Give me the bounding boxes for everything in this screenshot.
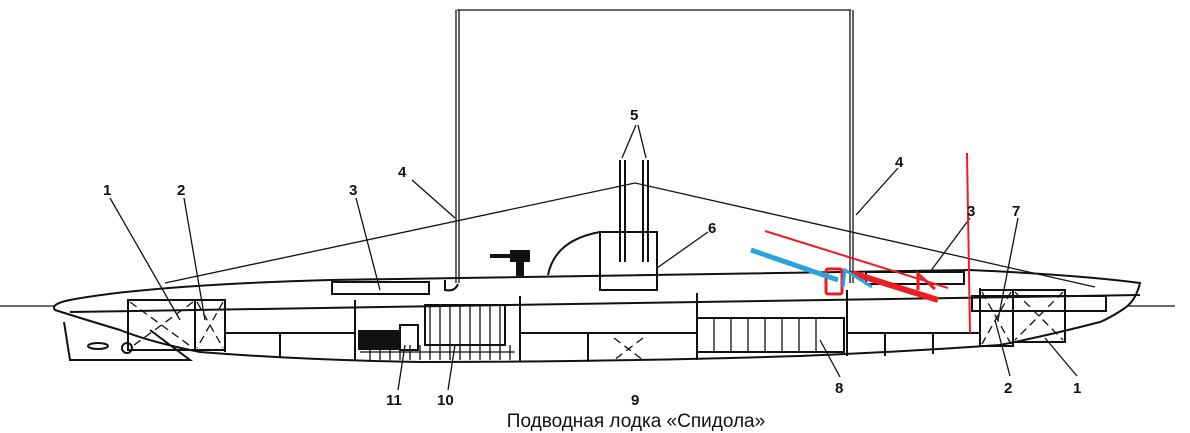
label-1-bow: 1	[1073, 380, 1081, 397]
battery	[696, 317, 845, 353]
label-8: 8	[835, 380, 843, 397]
sail-frame	[455, 9, 854, 283]
label-7: 7	[1012, 203, 1020, 220]
diesel-engine	[358, 304, 515, 360]
label-2-bow: 2	[1004, 380, 1012, 397]
leader-lines	[109, 124, 1078, 391]
label-2-stern: 2	[177, 182, 185, 199]
label-1-stern: 1	[103, 182, 111, 199]
label-3-right: 3	[967, 203, 975, 220]
rigging-stays	[164, 182, 1096, 288]
label-11: 11	[386, 392, 402, 409]
label-3-left: 3	[349, 182, 357, 199]
blue-annotations	[750, 247, 873, 289]
label-9: 9	[631, 392, 639, 409]
label-4-left: 4	[398, 164, 407, 181]
deck-gun	[490, 250, 530, 276]
label-5: 5	[630, 107, 638, 124]
label-6: 6	[708, 220, 716, 237]
red-annotations	[764, 152, 971, 334]
diagram-caption: Подводная лодка «Спидола»	[507, 411, 765, 432]
label-10: 10	[437, 392, 454, 409]
label-4-right: 4	[895, 154, 904, 171]
hull	[53, 160, 1142, 364]
